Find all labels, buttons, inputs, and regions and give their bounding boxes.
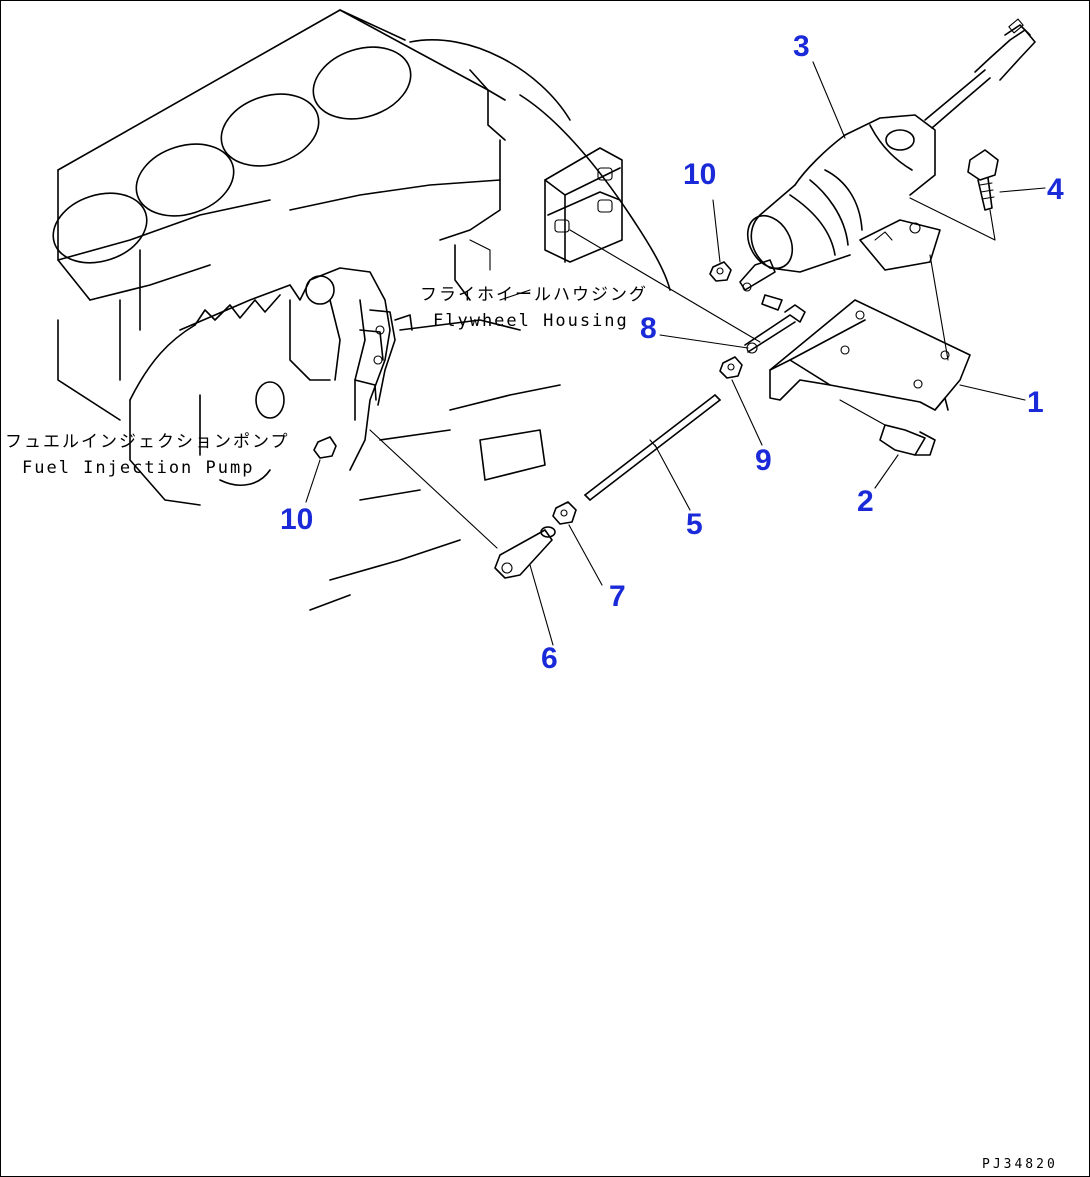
callout-6: 6 xyxy=(541,642,558,675)
nut-9 xyxy=(719,356,743,379)
rod-end-8 xyxy=(744,294,806,354)
callout-10-top: 10 xyxy=(683,158,717,191)
callout-3: 3 xyxy=(793,30,810,63)
nut-10-top xyxy=(709,261,732,282)
callout-8: 8 xyxy=(640,312,657,345)
nut-7 xyxy=(552,501,577,525)
callout-2: 2 xyxy=(857,485,874,518)
leader-lines xyxy=(199,61,1046,646)
drawing-code: PJ34820 xyxy=(982,1157,1058,1172)
stop-solenoid xyxy=(739,18,1036,292)
rod-5 xyxy=(584,394,721,501)
fuel-pump-jp-label: フュエルインジェクションポンプ xyxy=(5,432,290,452)
callout-5: 5 xyxy=(686,508,703,541)
fuel-pump-en-label: Fuel Injection Pump xyxy=(22,458,255,478)
engine-block xyxy=(52,9,671,611)
rod-end-6 xyxy=(494,526,556,579)
callout-4: 4 xyxy=(1047,173,1064,206)
flywheel-housing-jp-label: フライホイールハウジング xyxy=(420,285,648,305)
callout-1: 1 xyxy=(1027,386,1044,419)
flywheel-housing-en-label: Flywheel Housing xyxy=(433,311,629,331)
bolt-2 xyxy=(839,399,936,456)
bolt-4 xyxy=(967,149,999,211)
bracket xyxy=(769,299,971,411)
callout-10-left: 10 xyxy=(280,503,314,536)
callout-9: 9 xyxy=(755,444,772,477)
callout-7: 7 xyxy=(609,580,626,613)
